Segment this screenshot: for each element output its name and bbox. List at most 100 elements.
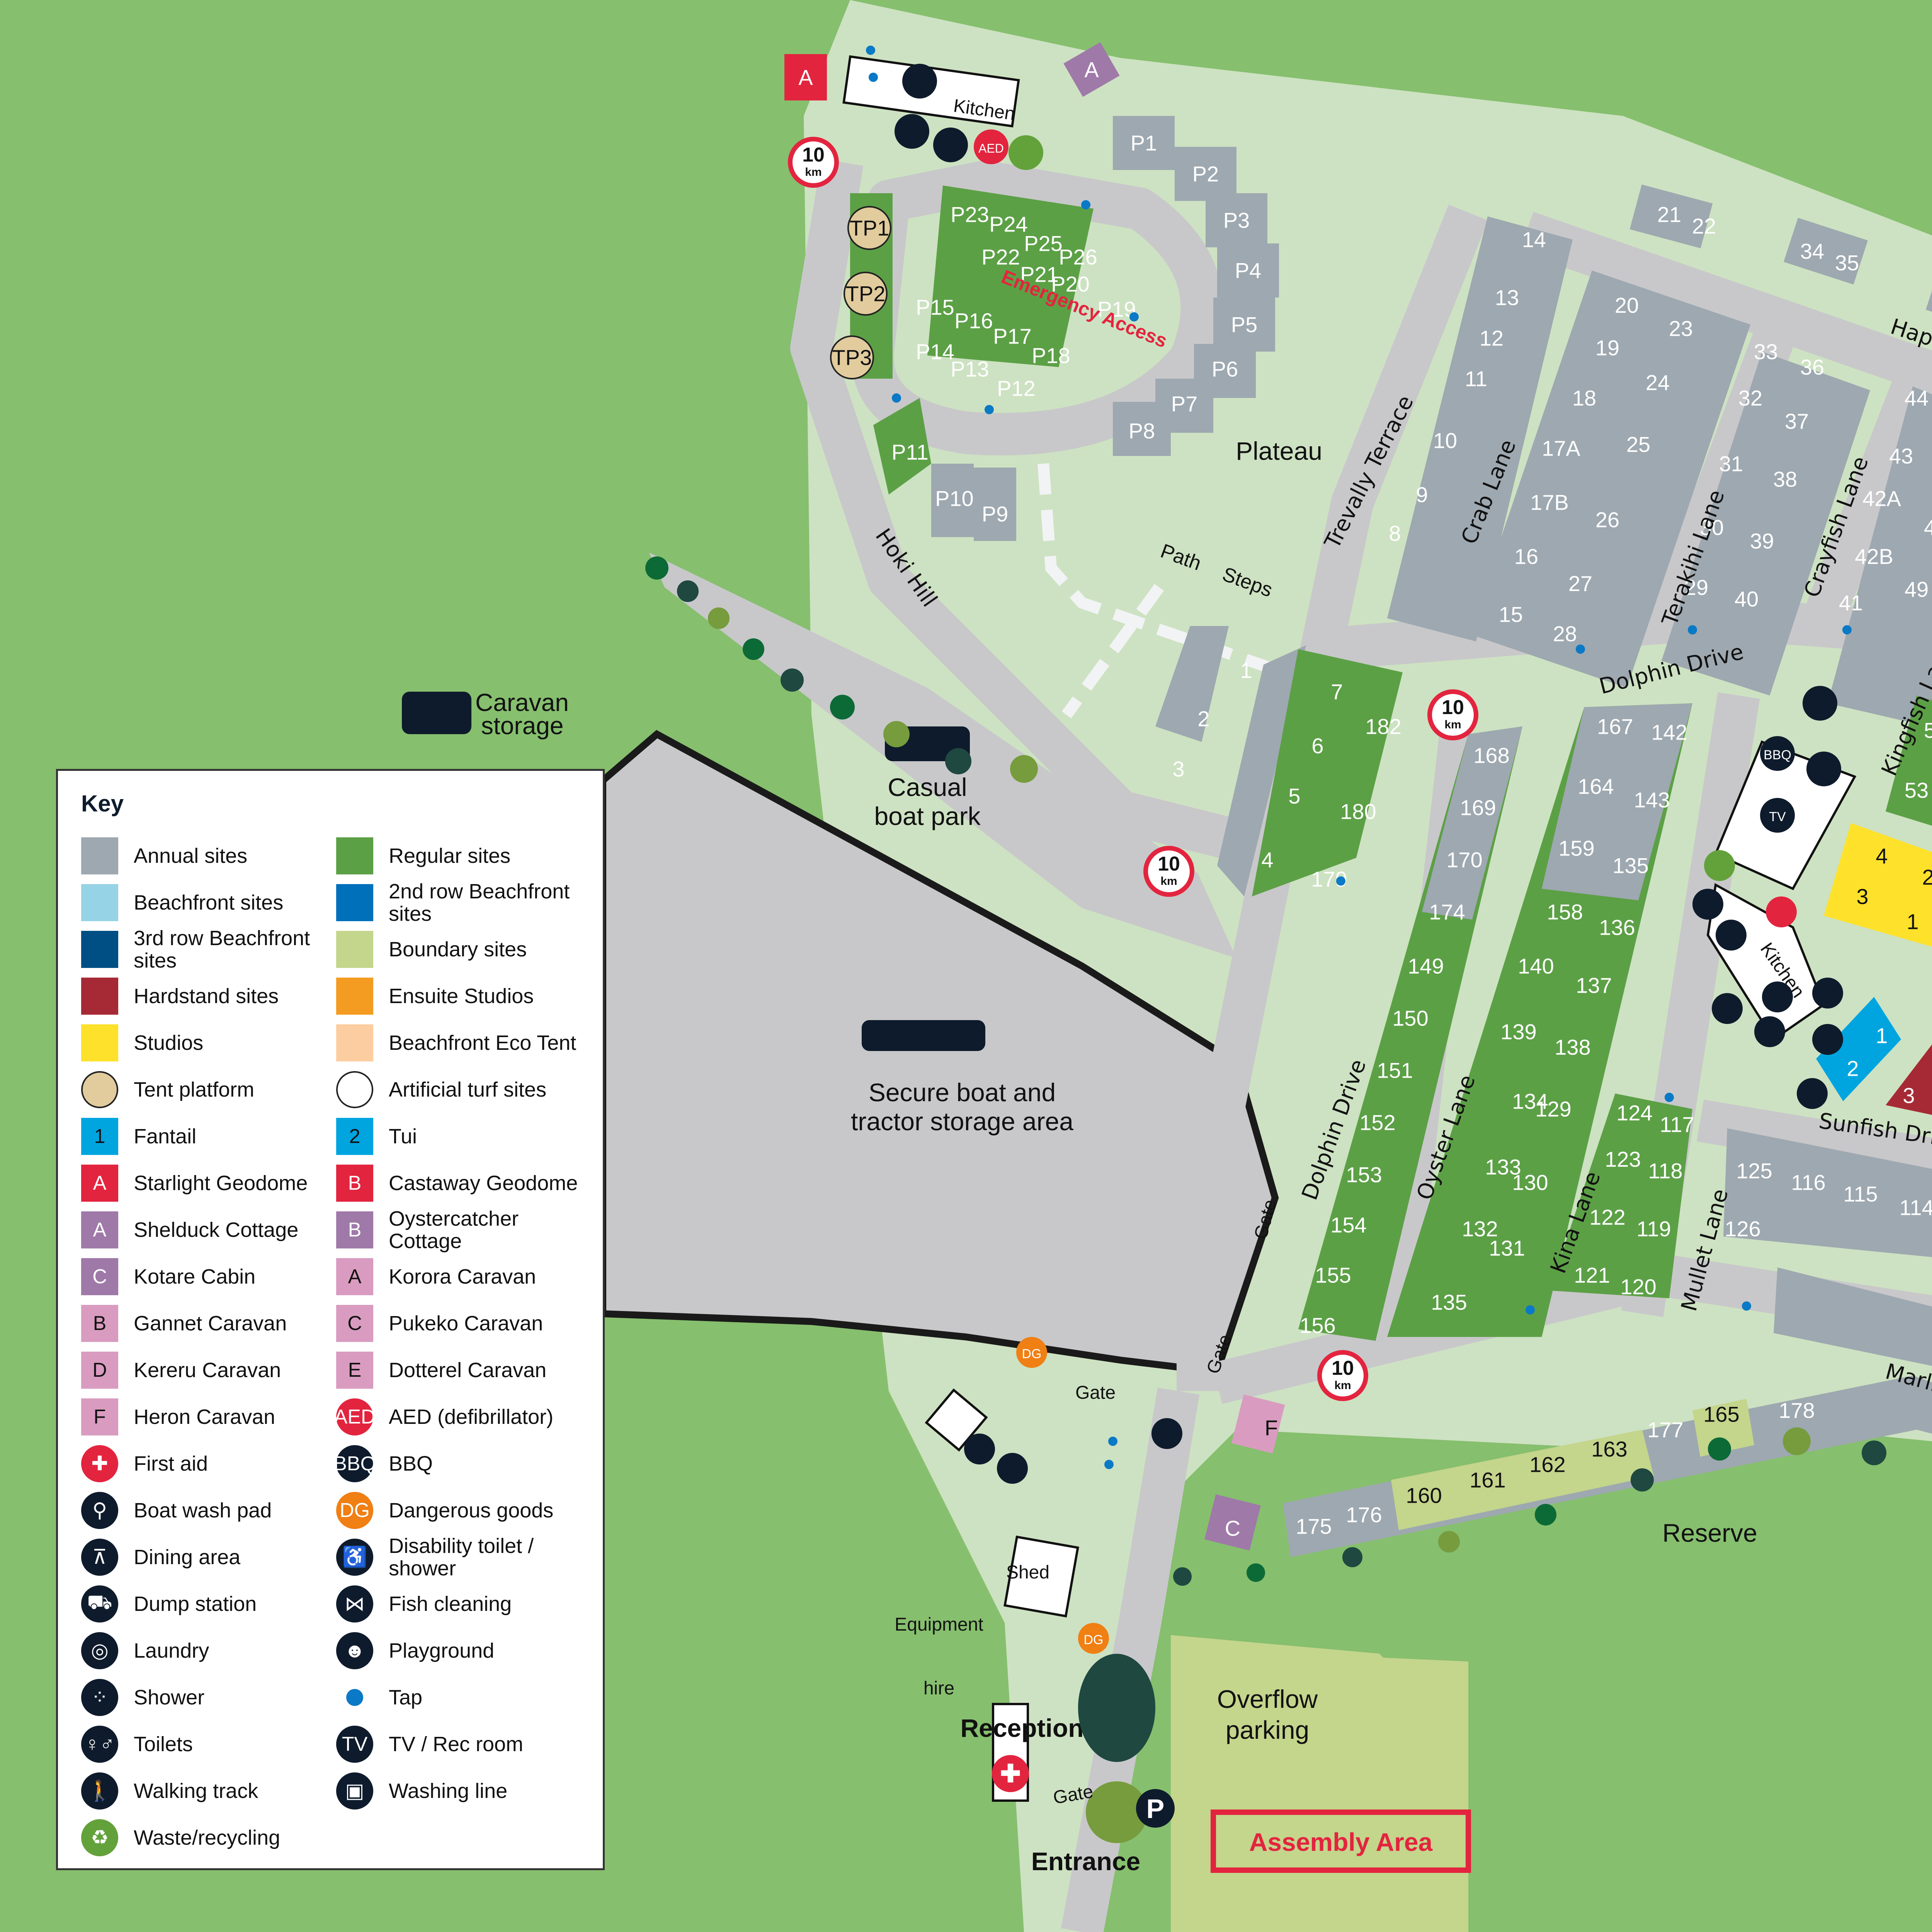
svg-text:km: km [1334,1379,1351,1392]
mullet-block: 124 117 123 118 122 119 121 120 [1549,1094,1694,1299]
site-p3[interactable] [1206,193,1267,247]
fantail-swatch: 1 [81,1117,118,1155]
site-label: P4 [1235,259,1262,283]
kotare-cabin-c[interactable] [1204,1494,1261,1551]
boat-tractor-icon [862,1020,985,1051]
plateau-label: Plateau [1236,437,1322,465]
site-p1[interactable] [1113,116,1175,170]
site-p4[interactable] [1217,243,1279,298]
site-label: 4 [1261,848,1273,872]
toilets-icon [1812,1024,1843,1055]
fantail-tui-block [1816,997,1901,1101]
fish-cleaning-icon: ⋈ [336,1585,373,1622]
tent-platform-swatch [81,1071,118,1108]
second-row-swatch [336,884,373,921]
plateau-annual-sites: P1 P2 P3 P4 P5 P6 P7 P8 P9 P10 [931,116,1279,541]
site-label: 11 [1465,367,1487,391]
site-label: 15 [1499,602,1523,627]
tree [1086,1781,1148,1843]
tent-platform-tp1[interactable] [847,206,891,250]
site-label: 165 [1703,1402,1739,1427]
shelduck-cottage-a[interactable] [1063,42,1120,97]
heron-caravan-swatch: F [81,1398,118,1435]
heron-caravan-f[interactable] [1231,1394,1285,1454]
site-p10[interactable] [931,464,974,537]
site-p8[interactable] [1113,402,1171,456]
plateau-island [927,185,1094,367]
site-label: 174 [1429,900,1465,924]
tent-platform-tp2[interactable] [844,272,888,316]
site-label: 177 [1647,1418,1683,1442]
site-label: 135 [1612,854,1648,878]
dotterel-caravan-swatch: E [336,1351,373,1389]
tent-platform-tp3[interactable] [830,335,874,379]
site-p11[interactable] [873,398,931,495]
site-label: 124 [1616,1101,1652,1125]
key-item-label: Oystercatcher Cottage [389,1207,519,1253]
site-label: P1 [1131,131,1157,155]
site-label: 32 [1738,386,1762,410]
boat-wash-icon: ⚲ [81,1492,118,1529]
svg-text:10: 10 [1442,696,1464,719]
caravan-storage-label: Caravan [475,689,569,716]
starlight-geodome-a[interactable] [784,54,827,100]
dg-text: DG [1022,1347,1042,1361]
tui-swatch: 2 [336,1117,373,1155]
toilet-block-south [925,1388,988,1452]
key-item-label: Castaway Geodome [389,1171,578,1195]
hardstand-swatch [81,977,118,1015]
key-item-label: TV / Rec room [389,1732,524,1756]
site-p2[interactable] [1175,147,1236,201]
shower-icon [902,64,937,99]
tree-line [645,556,1886,1586]
site-label: 142 [1651,720,1687,745]
key-item-label: Kereru Caravan [134,1358,281,1382]
site-label: P9 [982,502,1009,526]
key-item-label: Playground [389,1639,495,1662]
key-item-label: Pukeko Caravan [389,1311,543,1335]
key-item-label: Hardstand sites [134,984,279,1008]
site-label: P21 [1020,262,1059,287]
site-p9[interactable] [974,468,1016,541]
tui-label[interactable]: 2 [1847,1056,1859,1081]
site-label: 17B [1530,490,1569,515]
tv-icon: TV [336,1725,373,1763]
key-item: ⋈Fish cleaning [336,1580,580,1627]
speed-sign: 10 km [1427,689,1478,740]
entrance-label: Entrance [1031,1847,1140,1876]
speed-sign: 10 km [1317,1350,1368,1401]
dump-station-icon: ⛟ [81,1585,118,1622]
key-item-label: Shelduck Cottage [134,1218,299,1242]
key-item: Beachfront Eco Tent [336,1019,580,1066]
site-label: 150 [1392,1006,1428,1031]
eco-tent-swatch [336,1024,373,1061]
key-item-label: Washing line [389,1779,508,1803]
key-item: ♿Disability toilet / shower [336,1534,580,1580]
kereru-caravan-swatch: D [81,1351,118,1389]
sites-34-35 [1784,218,1868,285]
recycling-icon [1704,850,1735,881]
site-label: 3 [1903,1083,1915,1108]
fantail-label[interactable]: 1 [1876,1024,1888,1048]
key-item-label: 3rd row Beachfront sites [134,926,310,972]
toilets-icon [1692,889,1723,920]
site-label: 169 [1460,796,1496,820]
site-label: P20 [1051,272,1090,296]
key-item-label: Gannet Caravan [134,1311,287,1335]
marlin-row: D [1774,1267,1932,1366]
dangerous-goods-icon [1016,1337,1047,1368]
shed-label: Shed [1006,1562,1049,1583]
key-item-label: Ensuite Studios [389,984,534,1008]
parking-icon [1136,1789,1175,1828]
dump-station-icon [1797,1078,1828,1109]
site-label: 155 [1315,1263,1351,1287]
site-165[interactable] [1692,1399,1754,1457]
site-label: 117 [1660,1112,1694,1137]
site-p5[interactable] [1213,298,1275,352]
key-item-label: Disability toilet / shower [389,1534,534,1580]
site-label: 6 [1311,734,1323,758]
